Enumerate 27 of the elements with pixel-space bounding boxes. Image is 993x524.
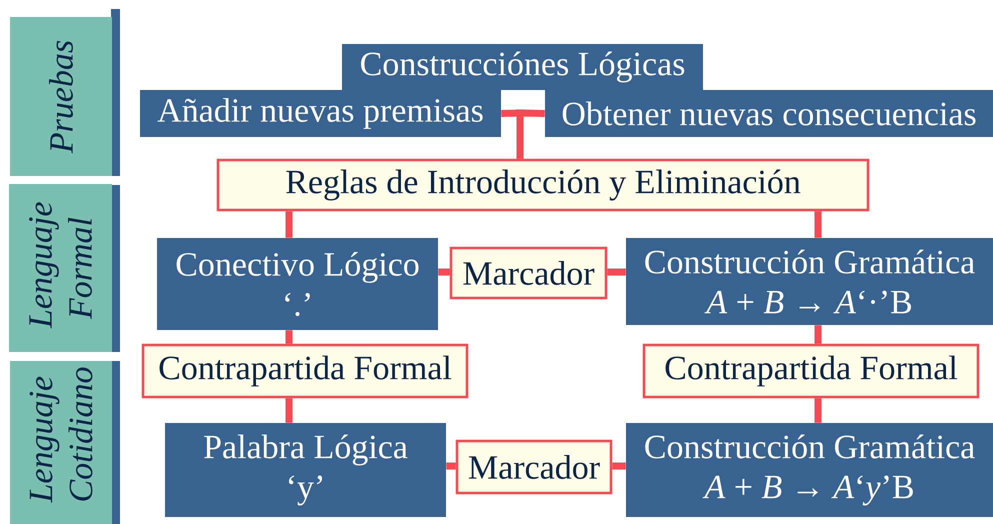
relation-box: Marcador — [450, 246, 608, 300]
relation-box: Reglas de Introducción y Eliminación — [216, 158, 870, 212]
relation-box: Contrapartida Formal — [642, 344, 980, 398]
connector-line — [516, 109, 545, 159]
connector-line — [612, 462, 626, 470]
concept-box: Añadir nuevas premisas — [140, 90, 501, 137]
relation-box: Contrapartida Formal — [142, 344, 468, 398]
connector-line — [446, 462, 456, 470]
row-label-band: Lenguaje Formal — [9, 184, 120, 352]
concept-box: Obtener nuevas consecuencias — [545, 90, 993, 137]
connector-line — [814, 398, 822, 423]
concept-box: Palabra Lógica ‘y’ — [165, 423, 446, 517]
connector-line — [286, 211, 292, 238]
concept-box: Construcción Gramática A + B → A‘y’B — [626, 423, 993, 517]
connector-line — [438, 268, 450, 276]
node-label: Construcciónes Lógicas — [361, 52, 684, 82]
row-label-band: Lenguaje Cotidiano — [10, 361, 120, 524]
connector-line — [814, 211, 822, 238]
concept-box: Construcción Gramática A + B → A‘·’B — [626, 238, 993, 325]
concept-box: Conectivo Lógico ‘.’ — [157, 238, 438, 330]
connector-line — [286, 398, 292, 423]
connector-line — [607, 268, 626, 276]
relation-box: Marcador — [456, 440, 612, 494]
row-label-band: Pruebas — [10, 9, 120, 176]
connector-line — [286, 330, 292, 344]
concept-box: Construcciónes Lógicas — [342, 44, 703, 90]
connector-line — [814, 325, 822, 344]
